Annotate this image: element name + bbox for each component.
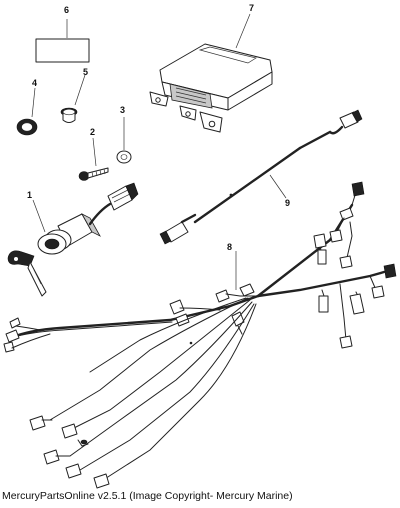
callout-1: 1 xyxy=(27,190,32,200)
key-icon[interactable] xyxy=(7,250,47,297)
extension-cable-icon[interactable] xyxy=(159,109,363,245)
callout-3: 3 xyxy=(120,105,125,115)
callout-2: 2 xyxy=(90,127,95,137)
callout-8: 8 xyxy=(227,242,232,252)
screw-icon[interactable] xyxy=(78,167,109,181)
washer-icon[interactable] xyxy=(116,150,132,164)
callout-7: 7 xyxy=(249,3,254,13)
callout-9: 9 xyxy=(285,198,290,208)
callout-5: 5 xyxy=(83,67,88,77)
plug-icon[interactable] xyxy=(60,107,78,123)
callout-6: 6 xyxy=(64,5,69,15)
grommet-icon[interactable] xyxy=(16,118,38,136)
callout-4: 4 xyxy=(32,78,37,88)
ecm-module-icon[interactable] xyxy=(149,43,273,133)
image-caption: MercuryPartsOnline v2.5.1 (Image Copyrig… xyxy=(2,490,293,502)
wiring-harness-icon[interactable] xyxy=(3,181,397,489)
decal-icon[interactable] xyxy=(35,38,90,63)
ignition-switch-icon[interactable] xyxy=(37,182,139,255)
